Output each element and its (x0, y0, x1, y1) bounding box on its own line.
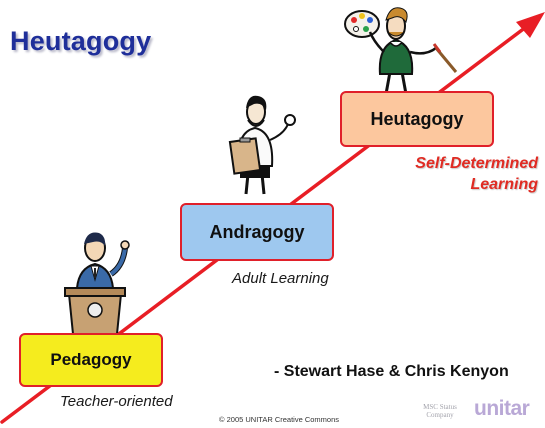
stage-label-heutagogy: Heutagogy (370, 108, 464, 129)
page-title: Heutagogy (10, 26, 152, 56)
painter-with-palette-icon (344, 7, 458, 95)
stage-subtitle-heutagogy: Self-Determined Learning (378, 153, 538, 195)
stage-subtitle-pedagogy: Teacher-oriented (60, 393, 173, 410)
stage-box-heutagogy: Heutagogy (340, 91, 494, 147)
stage-box-andragogy: Andragogy (180, 203, 334, 261)
stage-subtitle-andragogy: Adult Learning (232, 270, 329, 287)
stage-box-pedagogy: Pedagogy (19, 333, 163, 387)
unitar-logo: unitar (474, 397, 545, 425)
msc-logo-text: MSC Status Company (423, 403, 457, 419)
stage-label-pedagogy: Pedagogy (50, 350, 132, 369)
teacher-at-podium-icon (64, 232, 130, 335)
attribution-text: - Stewart Hase & Chris Kenyon (274, 363, 509, 380)
stage-subtitle-heutagogy-line1: Self-Determined (415, 155, 538, 172)
unitar-logo-text: unitar (474, 397, 530, 420)
copyright-text: © 2005 UNITAR Creative Commons (219, 415, 340, 424)
stage-label-andragogy: Andragogy (209, 221, 305, 242)
msc-status-logo: MSC Status Company (415, 403, 465, 425)
stage-subtitle-heutagogy-line2: Learning (470, 176, 538, 193)
doctor-with-clipboard-icon (228, 95, 296, 195)
